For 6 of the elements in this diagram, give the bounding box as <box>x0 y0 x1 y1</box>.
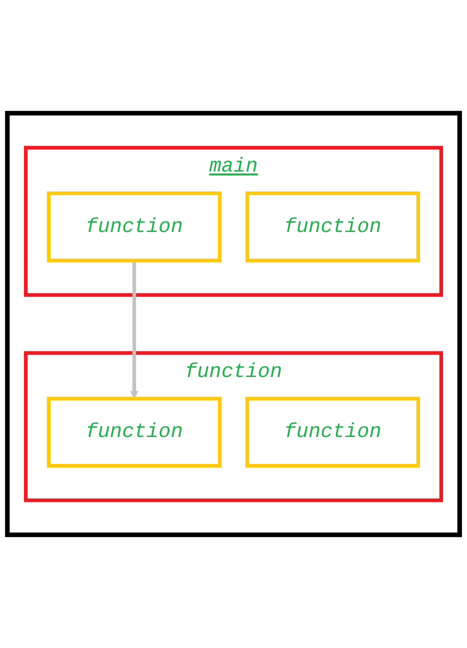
node-box: function <box>46 396 222 468</box>
arrow <box>130 260 138 399</box>
node-box: function <box>245 191 420 262</box>
cluster <box>5 110 462 538</box>
node-box: function <box>245 396 420 468</box>
node-box: function <box>46 191 222 262</box>
